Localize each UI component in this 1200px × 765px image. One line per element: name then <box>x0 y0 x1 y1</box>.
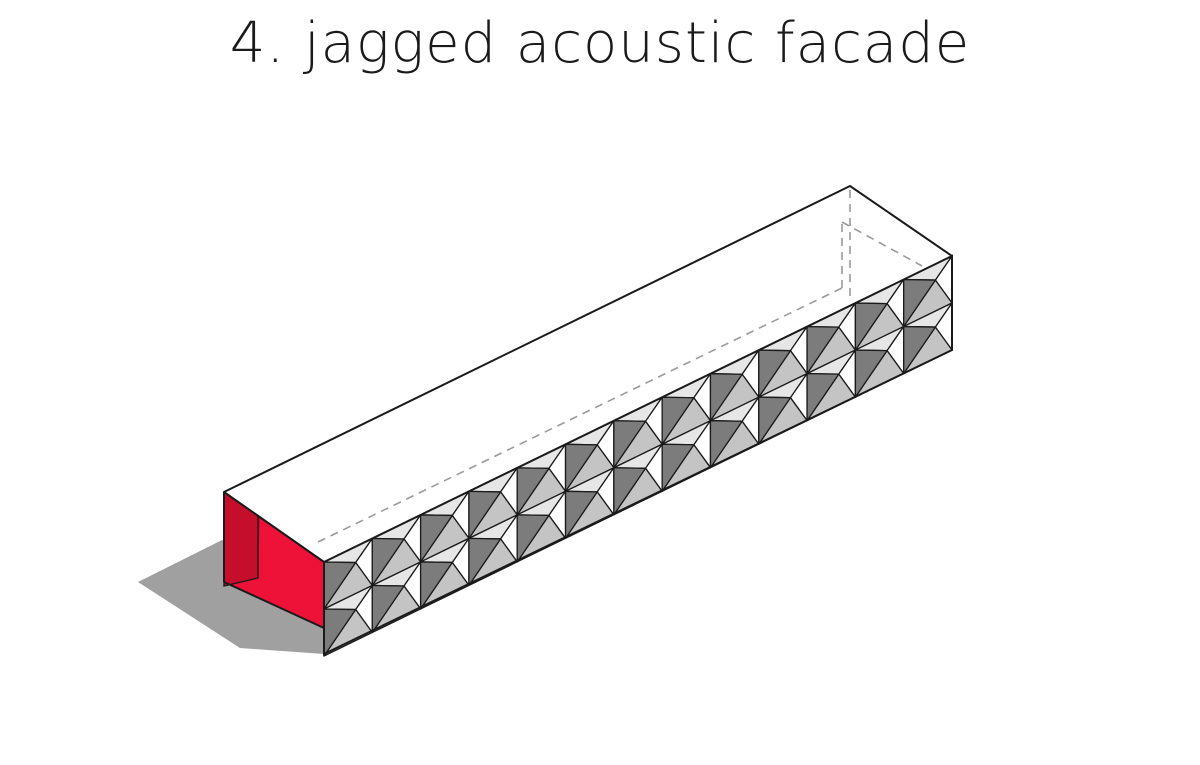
facade-facet-left <box>854 302 888 351</box>
facade-facet-left <box>709 373 743 422</box>
facade-facet-left <box>903 278 937 328</box>
facade-facet-left <box>709 420 743 469</box>
facade-facet-left <box>419 514 453 563</box>
red-end-wall-inset <box>224 492 260 586</box>
facade-facet-left <box>661 443 695 492</box>
facade-facet-left <box>564 490 598 539</box>
facade-facet-left <box>613 467 647 516</box>
facade-facet-left <box>903 325 937 375</box>
facade-facet-left <box>564 443 598 492</box>
diagram-title: 4. jagged acoustic facade <box>229 11 971 76</box>
facade-facet-left <box>516 514 550 563</box>
facade-facet-left <box>613 420 647 469</box>
facade-facet-left <box>516 467 550 516</box>
hidden-edges <box>317 190 923 543</box>
building-outline <box>223 185 953 654</box>
facade-facet-left <box>758 349 792 398</box>
facade-facet-left <box>758 396 792 445</box>
facade-facet-left <box>468 537 502 587</box>
facade-facet-left <box>661 396 695 445</box>
facade-facet-left <box>419 561 453 610</box>
building-shadow <box>138 540 324 654</box>
facade-facet-left <box>806 372 840 422</box>
facade-facet-left <box>468 490 502 540</box>
facade-facet-left <box>371 584 405 634</box>
facade-facet-left <box>806 325 840 375</box>
roof-face <box>224 186 952 562</box>
facade-facet-left <box>854 349 888 398</box>
jagged-facade-panels <box>323 255 953 657</box>
facade-facet-left <box>371 537 405 587</box>
